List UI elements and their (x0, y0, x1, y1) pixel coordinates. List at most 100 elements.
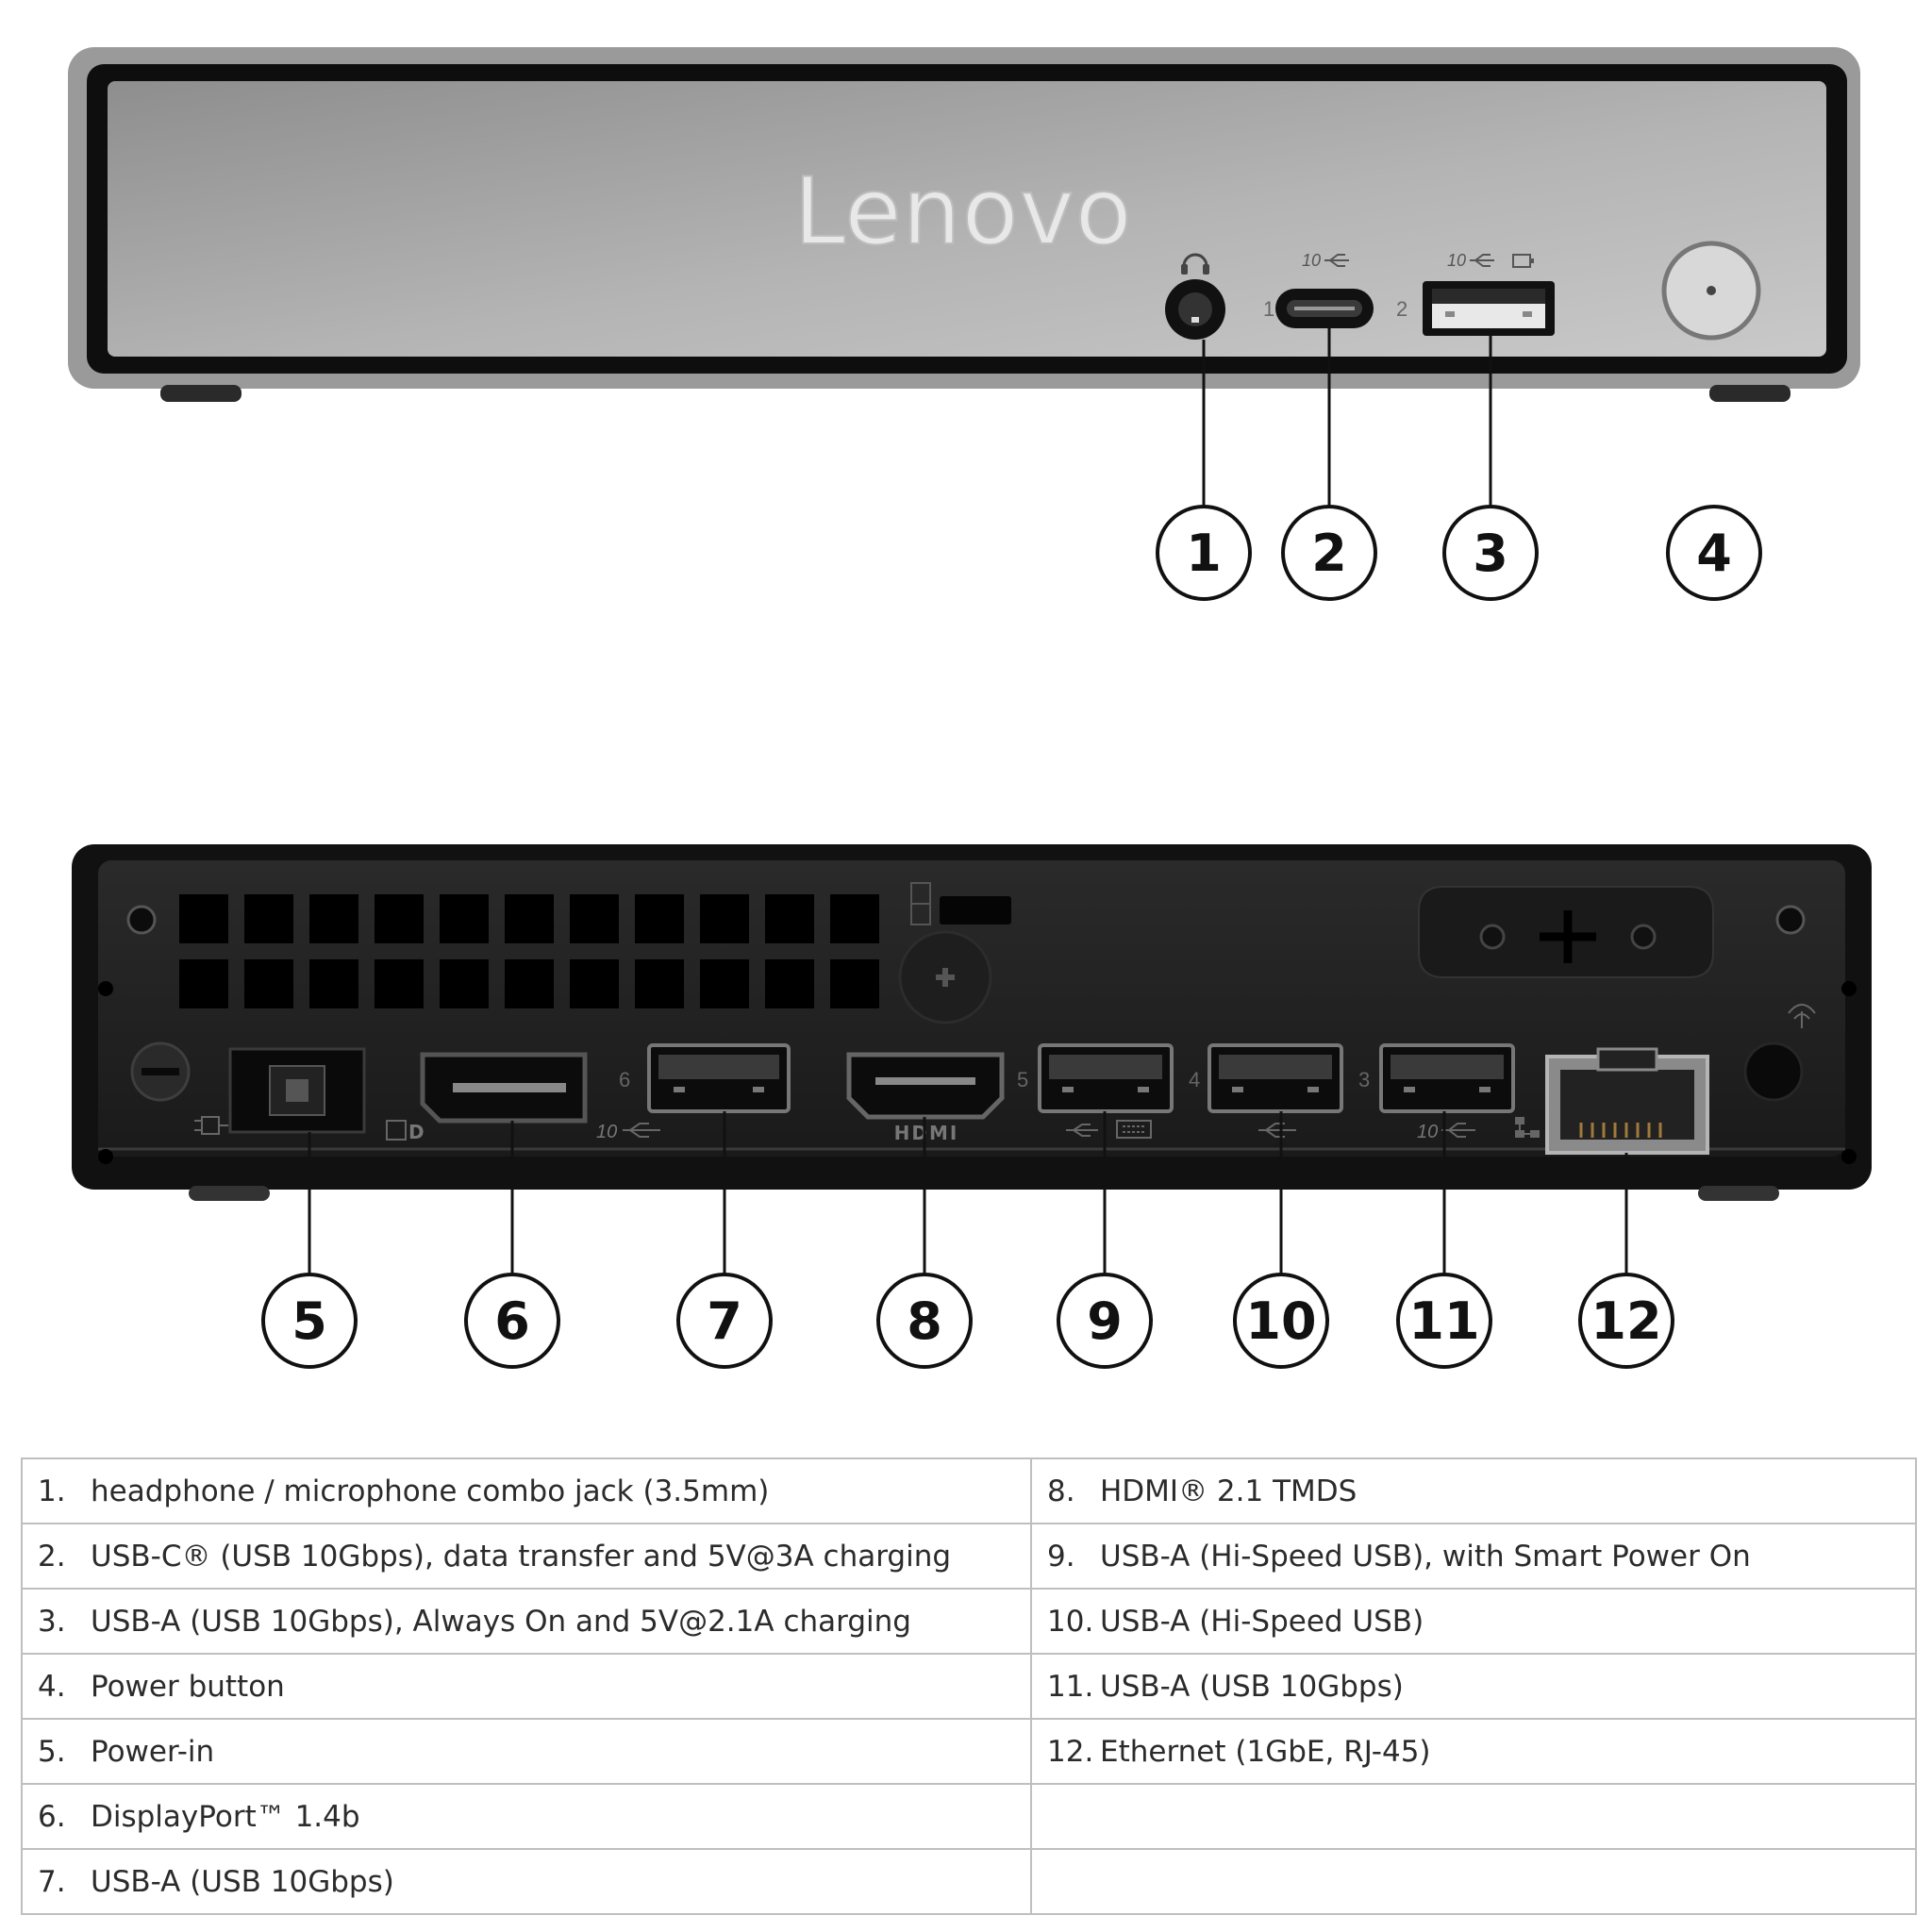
back-port-label-6: 6 (619, 1068, 630, 1091)
legend-cell: 10.USB-A (Hi-Speed USB) (1030, 1588, 1917, 1655)
legend-text: USB-A (Hi-Speed USB) (1100, 1604, 1424, 1639)
hdmi-port[interactable] (846, 1052, 1005, 1120)
legend-number: 3. (38, 1604, 66, 1639)
front-foot-right (1709, 385, 1790, 402)
callout-5: 5 (291, 1291, 327, 1351)
battery-charge-icon (1512, 254, 1534, 268)
headphone-icon (1181, 253, 1209, 275)
callout-10: 10 (1245, 1291, 1316, 1351)
legend-cell: 4. Power button (21, 1653, 1032, 1720)
front-panel (108, 81, 1826, 357)
table-row: 5. Power-in 12.Ethernet (1GbE, RJ-45) (21, 1718, 1917, 1785)
legend-cell: 3.USB-A (USB 10Gbps), Always On and 5V@2… (21, 1588, 1032, 1655)
legend-text: HDMI® 2.1 TMDS (1100, 1474, 1357, 1508)
legend-number: 10. (1047, 1604, 1094, 1639)
legend-cell: 6.DisplayPort™ 1.4b (21, 1783, 1032, 1850)
legend-cell: 2. USB-C® (USB 10Gbps), data transfer and… (21, 1523, 1032, 1590)
back-foot-left (189, 1186, 270, 1201)
back-view: D 6 10 HDMI 5 4 (72, 844, 1872, 1201)
legend-cell: 11.USB-A (USB 10Gbps) (1030, 1653, 1917, 1720)
table-row: 6.DisplayPort™ 1.4b (21, 1783, 1917, 1850)
front-port-label-2: 2 (1396, 297, 1407, 321)
legend-number: 12. (1047, 1734, 1094, 1769)
wifi-antenna-icon (1788, 1004, 1816, 1028)
back-callouts: 5 6 7 8 9 10 11 12 (261, 1273, 1674, 1369)
callout-circle-4 (1666, 505, 1762, 601)
legend-number: 8. (1047, 1474, 1075, 1508)
power-led-icon (1707, 286, 1716, 295)
legend-cell (1030, 1783, 1917, 1850)
legend-number: 1. (38, 1474, 66, 1508)
legend-text: Power button (91, 1669, 285, 1704)
usb-trident-icon (623, 1123, 660, 1138)
callout-7: 7 (707, 1291, 742, 1351)
legend-text: USB-A (Hi-Speed USB), with Smart Power O… (1100, 1539, 1751, 1574)
callout-circle-5 (261, 1273, 358, 1369)
callout-circle-10 (1233, 1273, 1329, 1369)
legend-number: 11. (1047, 1669, 1094, 1704)
callout-circle-6 (464, 1273, 560, 1369)
svg-text:D: D (408, 1121, 426, 1143)
table-row: 1. headphone / microphone combo jack (3.5… (21, 1457, 1917, 1524)
callout-circle-9 (1057, 1273, 1153, 1369)
screw-icon (126, 905, 157, 935)
back-port-label-5: 5 (1017, 1068, 1028, 1091)
usb-trident-icon (1470, 254, 1494, 267)
speed-mark-usbc: 10 (1302, 251, 1321, 270)
legend-text: DisplayPort™ 1.4b (91, 1799, 360, 1834)
legend-cell: 5. Power-in (21, 1718, 1032, 1785)
security-slot[interactable] (940, 896, 1011, 924)
legend-cell: 12.Ethernet (1GbE, RJ-45) (1030, 1718, 1917, 1785)
legend-text: USB-A (USB 10Gbps) (1100, 1669, 1404, 1704)
legend-text: headphone / microphone combo jack (3.5mm… (91, 1474, 770, 1508)
speed-mark-usba-7: 10 (596, 1122, 617, 1142)
legend-text: Ethernet (1GbE, RJ-45) (1100, 1734, 1431, 1769)
security-lock-icon (910, 882, 931, 925)
legend-number: 5. (38, 1734, 66, 1769)
legend-text: USB-A (USB 10Gbps) (91, 1864, 394, 1899)
callout-circle-3 (1442, 505, 1539, 601)
callout-1: 1 (1186, 524, 1222, 583)
legend-number: 7. (38, 1864, 66, 1899)
lenovo-logo: Lenovo (793, 158, 1132, 266)
antenna-port[interactable] (1743, 1041, 1804, 1102)
vent-grille (179, 894, 879, 1008)
legend-cell: 9. USB-A (Hi-Speed USB), with Smart Power… (1030, 1523, 1917, 1590)
back-port-label-3: 3 (1358, 1068, 1370, 1091)
callout-3: 3 (1473, 524, 1508, 583)
callout-8: 8 (907, 1291, 942, 1351)
legend-number: 4. (38, 1669, 66, 1704)
speed-mark-usba-11: 10 (1417, 1122, 1438, 1142)
legend-number: 9. (1047, 1539, 1075, 1574)
legend-text: Power-in (91, 1734, 215, 1769)
front-port-label-1: 1 (1263, 297, 1274, 321)
callout-12: 12 (1591, 1291, 1661, 1351)
callout-circle-7 (676, 1273, 773, 1369)
back-port-label-4: 4 (1189, 1068, 1200, 1091)
usb-trident-icon (1441, 1123, 1475, 1138)
front-leader-lines (1202, 328, 1492, 507)
displayport-icon: D (386, 1120, 426, 1143)
callout-circle-12 (1578, 1273, 1674, 1369)
back-foot-right (1698, 1186, 1779, 1201)
port-legend-table: 1. headphone / microphone combo jack (3.5… (21, 1457, 1917, 1915)
callout-circle-2 (1281, 505, 1377, 601)
table-row: 7. USB-A (USB 10Gbps) (21, 1848, 1917, 1915)
callout-circle-11 (1396, 1273, 1492, 1369)
legend-text: USB-C® (USB 10Gbps), data transfer and 5… (91, 1539, 952, 1574)
front-callouts: 1 2 3 4 (1156, 505, 1762, 601)
legend-cell: 8. HDMI® 2.1 TMDS (1030, 1457, 1917, 1524)
callout-11: 11 (1408, 1291, 1479, 1351)
callout-9: 9 (1087, 1291, 1123, 1351)
legend-number: 2. (38, 1539, 66, 1574)
legend-cell: 7. USB-A (USB 10Gbps) (21, 1848, 1032, 1915)
hdmi-mark: HDMI (894, 1122, 959, 1144)
keyboard-icon (1116, 1120, 1152, 1139)
back-leader-lines (308, 1111, 1628, 1275)
table-row: 3.USB-A (USB 10Gbps), Always On and 5V@2… (21, 1588, 1917, 1655)
callout-6: 6 (494, 1291, 530, 1351)
screw-icon (1775, 905, 1806, 935)
table-row: 4. Power button 11.USB-A (USB 10Gbps) (21, 1653, 1917, 1720)
usb-trident-icon (1324, 254, 1349, 267)
ports-diagram: Lenovo 1 10 2 10 (68, 47, 1872, 1369)
